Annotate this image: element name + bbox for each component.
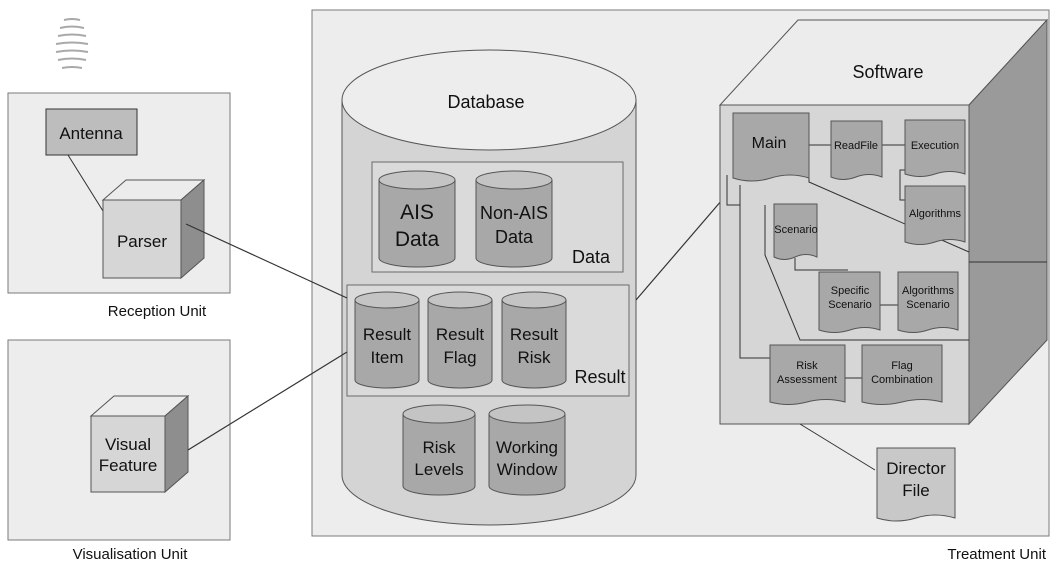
working-window-cylinder: Working Window	[488, 404, 566, 496]
result-risk-line2: Risk	[517, 348, 551, 367]
result-group-label: Result	[574, 367, 625, 387]
nonais-data-cylinder: Non-AIS Data	[475, 170, 553, 268]
algorithms-label: Algorithms	[909, 208, 961, 220]
execution-label: Execution	[911, 140, 959, 152]
flag-combination-doc: Flag Combination	[861, 344, 943, 405]
director-file-line2: File	[902, 481, 929, 500]
result-item-line2: Item	[370, 348, 403, 367]
ais-data-line2: Data	[395, 228, 440, 251]
result-item-line1: Result	[363, 325, 411, 344]
algorithms-scenario-line2: Scenario	[906, 299, 949, 311]
result-risk-cylinder: Result Risk	[501, 291, 567, 389]
main-label: Main	[752, 135, 787, 152]
flag-combination-line2: Combination	[871, 374, 933, 386]
algorithms-scenario-line1: Algorithms	[902, 285, 954, 297]
data-group-label: Data	[572, 247, 611, 267]
scenario-doc: Scenario	[773, 203, 818, 260]
specific-scenario-line1: Specific	[831, 285, 870, 297]
flag-combination-line1: Flag	[891, 360, 912, 372]
database-title: Database	[447, 92, 524, 112]
algorithms-doc: Algorithms	[904, 185, 966, 245]
parser-to-database-connector	[185, 223, 348, 299]
specific-scenario-doc: Specific Scenario	[818, 271, 881, 333]
treatment-unit-label: Treatment Unit	[947, 546, 1046, 563]
risk-assessment-line2: Assessment	[777, 374, 837, 386]
parser-cube: Parser	[101, 178, 206, 280]
result-flag-line1: Result	[436, 325, 484, 344]
result-item-cylinder: Result Item	[354, 291, 420, 389]
algorithms-scenario-doc: Algorithms Scenario	[897, 271, 959, 333]
director-file-doc: Director File	[876, 447, 956, 522]
working-window-line2: Window	[497, 460, 558, 479]
wireless-signal-icon	[55, 18, 89, 69]
result-risk-line1: Result	[510, 325, 558, 344]
visual-feature-line2: Feature	[99, 456, 158, 475]
visual-feature-line1: Visual	[105, 435, 151, 454]
risk-levels-line1: Risk	[422, 438, 456, 457]
antenna-box	[45, 108, 138, 156]
specific-scenario-line2: Scenario	[828, 299, 871, 311]
software-title: Software	[852, 62, 923, 82]
result-flag-line2: Flag	[443, 348, 476, 367]
ais-data-line1: AIS	[400, 201, 434, 224]
risk-levels-cylinder: Risk Levels	[402, 404, 476, 496]
risk-assessment-doc: Risk Assessment	[769, 344, 846, 405]
scenario-label: Scenario	[774, 224, 817, 236]
antenna-label: Antenna	[59, 124, 123, 143]
nonais-data-line2: Data	[495, 227, 534, 247]
reception-unit-label: Reception Unit	[108, 303, 207, 320]
ais-data-cylinder: AIS Data	[378, 170, 456, 268]
parser-label: Parser	[117, 232, 167, 251]
visual-to-database-connector	[187, 351, 348, 451]
working-window-line1: Working	[496, 438, 558, 457]
main-doc: Main	[732, 112, 810, 182]
database-to-software-connector	[635, 199, 723, 301]
nonais-data-line1: Non-AIS	[480, 203, 548, 223]
visual-feature-cube: Visual Feature	[89, 394, 190, 494]
readfile-doc: ReadFile	[830, 120, 883, 180]
director-file-line1: Director	[886, 459, 946, 478]
execution-doc: Execution	[904, 119, 966, 177]
visualisation-unit-label: Visualisation Unit	[73, 546, 189, 563]
readfile-label: ReadFile	[834, 140, 878, 152]
result-flag-cylinder: Result Flag	[427, 291, 493, 389]
risk-levels-line2: Levels	[414, 460, 463, 479]
risk-assessment-line1: Risk	[796, 360, 818, 372]
